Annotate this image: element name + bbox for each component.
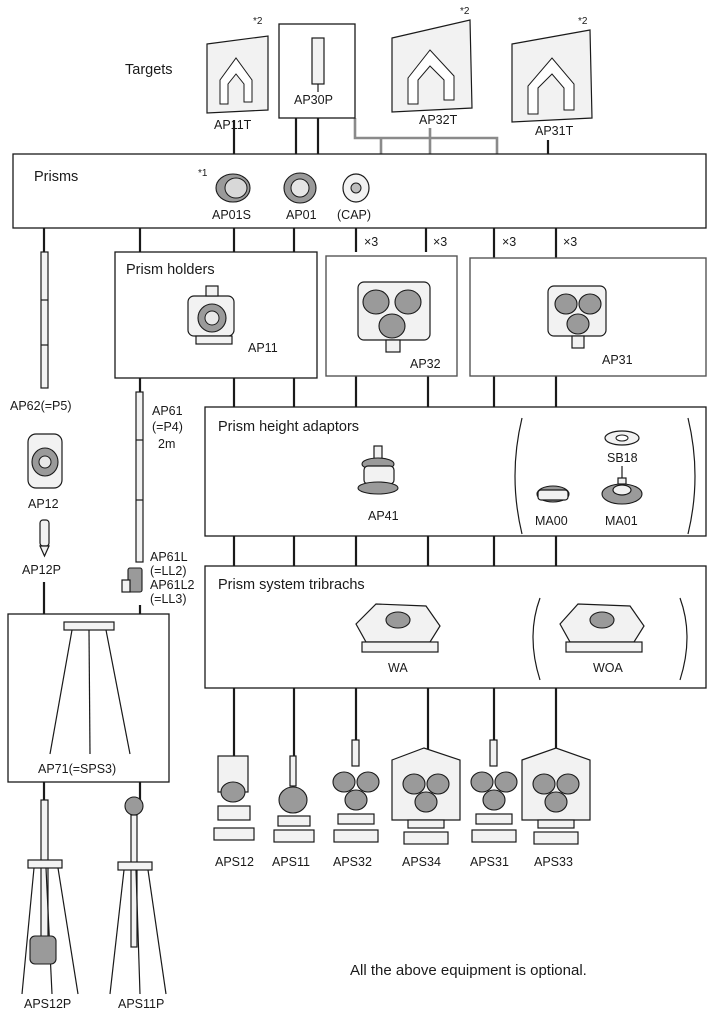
- ap11t-note-mark: *2: [253, 16, 263, 27]
- height-adaptors-section: Prism height adaptors AP41 SB18 MA00 MA0…: [205, 407, 706, 536]
- multiplier-ap31-left: ×3: [502, 235, 516, 249]
- aps34-label: APS34: [402, 855, 441, 869]
- tribrachs-section: Prism system tribrachs WA WOA: [205, 566, 706, 688]
- ap12-holder[interactable]: AP12: [28, 434, 62, 511]
- ap61l2-alt-label: (=LL3): [150, 592, 186, 606]
- ap32t-note-mark: *2: [460, 6, 470, 17]
- ma01-label: MA01: [605, 514, 638, 528]
- ap61l-label: AP61L: [150, 550, 188, 564]
- ap61l2-label: AP61L2: [150, 578, 195, 592]
- prism-holders-section: Prism holders AP11 AP32 AP31: [115, 252, 706, 378]
- tripod-section: AP71(=SPS3): [8, 614, 169, 782]
- cap-label: (CAP): [337, 208, 371, 222]
- aps31-set[interactable]: APS31: [470, 740, 517, 869]
- multiplier-ap32-right: ×3: [433, 235, 447, 249]
- aps12-set[interactable]: APS12: [214, 756, 254, 869]
- aps11-set[interactable]: APS11: [272, 756, 314, 869]
- ap71-label: AP71(=SPS3): [38, 762, 116, 776]
- multiplier-ap32-left: ×3: [364, 235, 378, 249]
- woa-label: WOA: [593, 661, 624, 675]
- ap61l-level[interactable]: AP61L (=LL2) AP61L2 (=LL3): [122, 550, 195, 606]
- aps32-label: APS32: [333, 855, 372, 869]
- ap01s-label: AP01S: [212, 208, 251, 222]
- ap01-prism[interactable]: AP01: [284, 173, 317, 222]
- ap62-label: AP62(=P5): [10, 399, 72, 413]
- ap32t-label: AP32T: [419, 113, 458, 127]
- ap31t-target[interactable]: *2 AP31T: [512, 16, 592, 138]
- ma00-label: MA00: [535, 514, 568, 528]
- aps12-label: APS12: [215, 855, 254, 869]
- aps11p-label: APS11P: [118, 997, 164, 1011]
- ap31t-label: AP31T: [535, 124, 574, 138]
- aps34-set[interactable]: APS34: [392, 748, 460, 869]
- quantity-markers: ×3 ×3 ×3 ×3: [364, 235, 577, 249]
- ap32-label: AP32: [410, 357, 441, 371]
- aps32-set[interactable]: APS32: [333, 740, 379, 869]
- ap12p-label: AP12P: [22, 563, 61, 577]
- aps31-label: APS31: [470, 855, 509, 869]
- targets-section: Targets *2 AP11T AP30P *2 AP32T *2 A: [125, 6, 592, 138]
- ap32t-target[interactable]: *2 AP32T: [392, 6, 472, 127]
- targets-title: Targets: [125, 62, 173, 78]
- tripod-sets-section: APS12P APS11P: [22, 797, 166, 1011]
- multiplier-ap31-right: ×3: [563, 235, 577, 249]
- prisms-section: Prisms *1 AP01S AP01 (CAP): [13, 154, 706, 228]
- ap30p-pin[interactable]: AP30P: [279, 24, 355, 118]
- aps12p-label: APS12P: [24, 997, 71, 1011]
- height-adaptors-title: Prism height adaptors: [218, 419, 359, 435]
- aps33-label: APS33: [534, 855, 573, 869]
- ap62-pole[interactable]: AP62(=P5): [10, 252, 72, 413]
- ap12p-point[interactable]: AP12P: [22, 520, 61, 577]
- ap61l-alt-label: (=LL2): [150, 564, 186, 578]
- ap61-label: AP61: [152, 404, 183, 418]
- ap11-label: AP11: [248, 341, 278, 355]
- tribrachs-title: Prism system tribrachs: [218, 577, 365, 593]
- wa-label: WA: [388, 661, 408, 675]
- aps11p-set[interactable]: APS11P: [110, 797, 166, 1011]
- aps33-set[interactable]: APS33: [522, 748, 590, 869]
- ap61-length-label: 2m: [158, 437, 175, 451]
- ap30p-label: AP30P: [294, 93, 333, 107]
- prisms-title: Prisms: [34, 169, 78, 185]
- ap12-label: AP12: [28, 497, 59, 511]
- ap61-alt-label: (=P4): [152, 420, 183, 434]
- aps11-label: APS11: [272, 855, 310, 869]
- ap01-label: AP01: [286, 208, 317, 222]
- ap01s-note-mark: *1: [198, 168, 208, 179]
- ap11t-label: AP11T: [214, 118, 252, 132]
- sb18-label: SB18: [607, 451, 638, 465]
- footnote-text: All the above equipment is optional.: [350, 962, 587, 979]
- ap31-label: AP31: [602, 353, 633, 367]
- ap11t-target[interactable]: *2 AP11T: [207, 16, 268, 132]
- prism-sets-section: APS12 APS11 APS32 APS34: [214, 740, 590, 869]
- ap61-pole[interactable]: AP61 (=P4) 2m: [136, 392, 183, 562]
- ap41-label: AP41: [368, 509, 399, 523]
- ap31t-note-mark: *2: [578, 16, 588, 27]
- aps12p-set[interactable]: APS12P: [22, 800, 78, 1011]
- prism-holders-title: Prism holders: [126, 262, 215, 278]
